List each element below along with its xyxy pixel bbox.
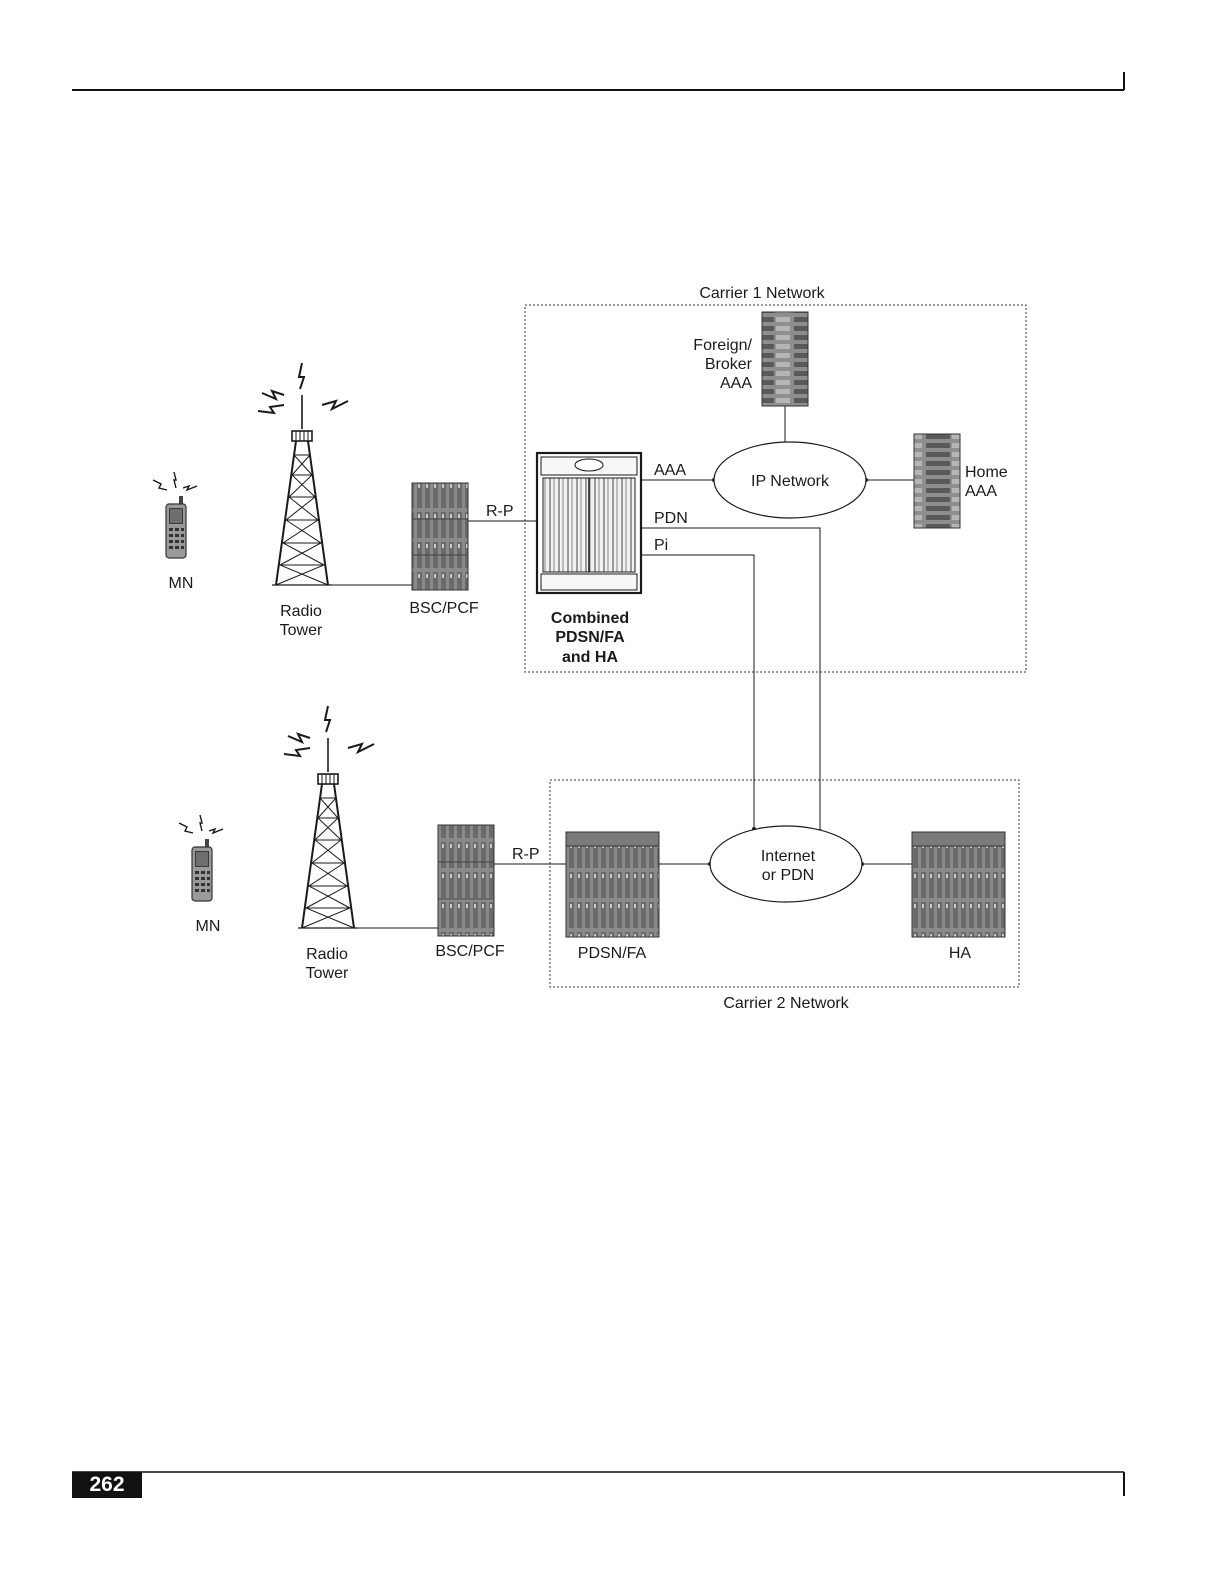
tower-1-label-1: Radio	[280, 603, 322, 620]
foreign-aaa-label-2: Broker	[705, 356, 753, 373]
home-aaa-server-icon	[914, 434, 960, 528]
internet-label-1: Internet	[761, 848, 816, 865]
internet-label-2: or PDN	[762, 867, 814, 884]
pi-interface-label: Pi	[654, 537, 668, 554]
mobile-node-1-icon	[153, 472, 197, 558]
ip-network-label: IP Network	[751, 473, 830, 490]
combined-label-1: Combined	[551, 610, 629, 627]
rp-label-2: R-P	[512, 846, 540, 863]
foreign-aaa-label-1: Foreign/	[693, 337, 752, 354]
page-header-rule	[72, 72, 1124, 90]
home-aaa-label-2: AAA	[965, 483, 997, 500]
mn-1-label: MN	[169, 575, 194, 592]
tower-2-label-1: Radio	[306, 946, 348, 963]
page-number: 262	[72, 1472, 142, 1498]
bsc-pcf-1-icon	[412, 483, 468, 590]
tower-1-label-2: Tower	[280, 622, 323, 639]
carrier1-title: Carrier 1 Network	[699, 285, 825, 302]
aaa-interface-label: AAA	[654, 462, 686, 479]
bsc-pcf-2-icon	[438, 825, 494, 936]
pdsn-fa-chassis-icon	[566, 832, 659, 937]
mn-2-label: MN	[196, 918, 221, 935]
pdn-interface-label: PDN	[654, 510, 688, 527]
ha-label: HA	[949, 945, 972, 962]
foreign-aaa-server-icon	[762, 312, 808, 406]
bsc-pcf-1-label: BSC/PCF	[409, 600, 479, 617]
rp-label-1: R-P	[486, 503, 514, 520]
home-aaa-label-1: Home	[965, 464, 1008, 481]
combined-pdsn-chassis-icon	[537, 453, 641, 593]
mobile-node-2-icon	[179, 815, 223, 901]
foreign-aaa-label-3: AAA	[720, 375, 752, 392]
radio-tower-2-icon	[284, 706, 374, 928]
tower-2-label-2: Tower	[306, 965, 349, 982]
radio-tower-1-icon	[258, 363, 348, 585]
combined-label-2: PDSN/FA	[555, 629, 625, 646]
bsc-pcf-2-label: BSC/PCF	[435, 943, 505, 960]
carrier2-title: Carrier 2 Network	[723, 995, 849, 1012]
combined-label-3: and HA	[562, 649, 618, 666]
pdsn-fa-label: PDSN/FA	[578, 945, 647, 962]
page-footer-rule	[72, 1472, 1124, 1496]
ha-chassis-icon	[912, 832, 1005, 937]
